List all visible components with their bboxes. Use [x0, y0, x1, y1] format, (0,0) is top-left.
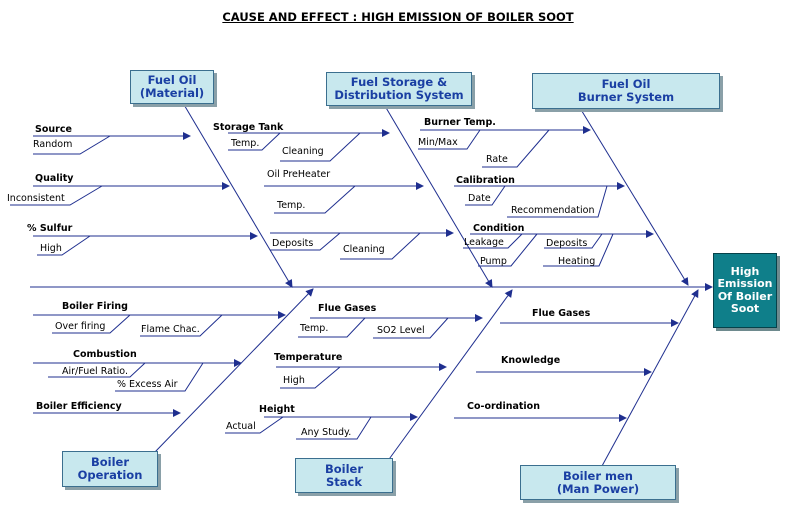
- bone-fuel-oil-material: [182, 102, 293, 288]
- category-fuel-oil-material: Fuel Oil (Material): [130, 70, 214, 104]
- cause-heating: Heating: [558, 256, 596, 267]
- cause-recommendation: Recommendation: [511, 205, 595, 216]
- cause-boiler-efficiency: Boiler Efficiency: [36, 401, 122, 412]
- cause-deposits-storage: Deposits: [272, 238, 314, 249]
- effect-box: High Emission Of Boiler Soot: [713, 253, 777, 328]
- cause-knowledge: Knowledge: [501, 355, 561, 366]
- category-boiler-operation: Boiler Operation: [62, 451, 158, 487]
- cause-leakage: Leakage: [464, 237, 504, 248]
- cause-height: Height: [259, 404, 295, 415]
- cause-temp-storage: Temp.: [231, 138, 260, 149]
- cause-source: Source: [35, 124, 72, 135]
- category-burner-system: Fuel Oil Burner System: [532, 73, 720, 109]
- bone-boiler-operation: [154, 288, 314, 453]
- cause-air-fuel-ratio: Air/Fuel Ratio.: [62, 366, 128, 377]
- category-line: Distribution System: [334, 88, 464, 102]
- category-line: Fuel Oil: [147, 73, 197, 87]
- cause-cleaning-deposits: Cleaning: [343, 244, 385, 255]
- cause-cleaning-storage: Cleaning: [282, 146, 324, 157]
- cause-pump: Pump: [480, 256, 507, 267]
- cause-flame-chac: Flame Chac.: [141, 324, 200, 335]
- category-line: Burner System: [577, 90, 675, 104]
- cause-sulfur: % Sulfur: [27, 223, 73, 234]
- category-line: (Man Power): [556, 481, 640, 496]
- effect-line: Of Boiler: [717, 289, 773, 303]
- bone-boiler-men: [601, 289, 699, 467]
- category-boiler-men: Boiler men (Man Power): [520, 465, 676, 500]
- cause-inconsistent: Inconsistent: [7, 193, 65, 204]
- cause-quality: Quality: [35, 173, 74, 184]
- cause-so2-level: SO2 Level: [377, 325, 425, 336]
- category-line: Fuel Storage &: [350, 75, 448, 89]
- cause-coordination: Co-ordination: [467, 401, 540, 412]
- diagram-title: CAUSE AND EFFECT : HIGH EMISSION OF BOIL…: [222, 10, 574, 24]
- effect-line: Emission: [717, 277, 773, 290]
- cause-flue-gases-stack: Flue Gases: [318, 303, 377, 314]
- category-line: Boiler men: [563, 468, 633, 483]
- cause-combustion: Combustion: [73, 349, 137, 360]
- cause-oil-preheater: Oil PreHeater: [267, 169, 331, 180]
- cause-min-max: Min/Max: [418, 137, 458, 148]
- cause-over-firing: Over firing: [55, 321, 106, 332]
- bone-burner-system: [579, 107, 689, 286]
- category-boiler-stack: Boiler Stack: [295, 458, 393, 493]
- cause-temp-flue: Temp.: [300, 323, 329, 334]
- cause-deposits-condition: Deposits: [546, 238, 588, 249]
- bone-boiler-stack: [386, 289, 513, 463]
- cause-burner-temp: Burner Temp.: [424, 117, 496, 128]
- category-line: Boiler: [90, 455, 130, 469]
- cause-storage-tank: Storage Tank: [213, 122, 284, 133]
- cause-any-study: Any Study.: [301, 427, 352, 438]
- cause-temperature: Temperature: [274, 352, 343, 363]
- cause-random: Random: [33, 139, 73, 150]
- category-line: (Material): [139, 86, 205, 100]
- cause-high-sulfur: High: [40, 243, 62, 254]
- cause-excess-air: % Excess Air: [117, 379, 178, 390]
- category-fuel-storage: Fuel Storage & Distribution System: [326, 72, 472, 106]
- cause-high-temp: High: [283, 375, 305, 386]
- category-line: Boiler: [324, 461, 364, 476]
- cause-actual: Actual: [226, 421, 256, 432]
- cause-date: Date: [468, 193, 491, 204]
- cause-condition: Condition: [473, 223, 525, 234]
- cause-calibration: Calibration: [456, 175, 515, 186]
- cause-rate: Rate: [486, 154, 508, 165]
- cause-flue-gases-men: Flue Gases: [532, 308, 591, 319]
- effect-line: Soot: [730, 302, 760, 315]
- cause-temp-preheater: Temp.: [277, 200, 306, 211]
- category-line: Stack: [325, 474, 362, 489]
- effect-line: High: [730, 264, 760, 278]
- category-line: Fuel Oil: [601, 77, 651, 91]
- bone-fuel-storage: [384, 105, 493, 288]
- category-line: Operation: [77, 468, 143, 482]
- cause-boiler-firing: Boiler Firing: [62, 301, 128, 312]
